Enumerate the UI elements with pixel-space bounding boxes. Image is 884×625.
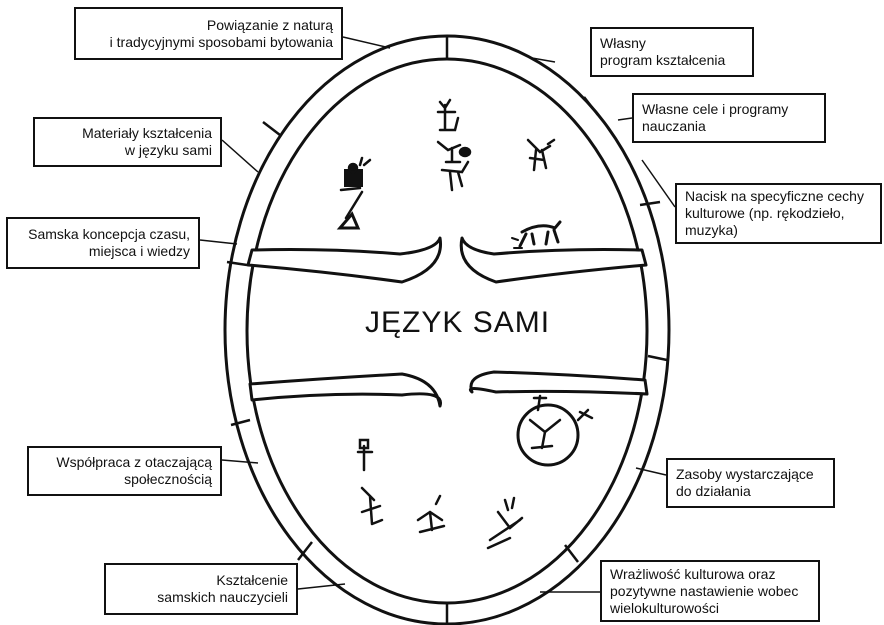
triangle-figure-icon [340,192,362,228]
horse-figure-icon [512,222,560,248]
label-resources-line-1: Zasoby wystarczające [676,466,825,483]
label-teacher-training-line-2: samskich nauczycieli [114,589,288,606]
label-own-goals: Własne cele i programy nauczania [632,93,826,143]
label-nature-line-1: Powiązanie z naturą [84,17,333,34]
label-resources: Zasoby wystarczające do działania [666,458,835,508]
label-sensitivity-line-1: Wrażliwość kulturowa oraz [610,566,810,583]
label-cooperation: Współpraca z otaczającą społecznością [27,446,222,496]
label-cooperation-line-2: społecznością [37,471,212,488]
label-cultural-features-line-2: kulturowe (np. rękodzieło, [685,205,872,222]
label-cultural-features: Nacisk na specyficzne cechy kulturowe (n… [675,183,882,244]
label-own-program: Własny program kształcenia [590,27,754,77]
label-resources-line-2: do działania [676,483,825,500]
label-sensitivity-line-2: pozytywne nastawienie wobec [610,583,810,600]
label-own-goals-line-2: nauczania [642,118,816,135]
label-cultural-features-line-1: Nacisk na specyficzne cechy [685,188,872,205]
label-time-concept-line-1: Samska koncepcja czasu, [16,226,190,243]
label-cooperation-line-1: Współpraca z otaczającą [37,454,212,471]
label-cultural-features-line-3: muzyka) [685,222,872,239]
sun-figure-icon [341,158,370,190]
label-own-goals-line-1: Własne cele i programy [642,101,816,118]
label-nature-line-2: i tradycyjnymi sposobami bytowania [84,34,333,51]
label-teacher-training: Kształcenie samskich nauczycieli [104,563,298,615]
animal-figure-icon [528,140,554,170]
staff-figure-icon [358,440,382,524]
label-materials: Materiały kształcenia w języku sami [33,117,222,167]
label-sensitivity-line-3: wielokulturowości [610,600,810,617]
sacred-circle-icon [518,396,592,465]
label-materials-line-2: w języku sami [43,142,212,159]
center-title: JĘZYK SAMI [365,306,545,340]
reindeer-herd-icon [488,498,522,548]
reindeer-figure-icon [438,100,470,190]
label-time-concept: Samska koncepcja czasu, miejsca i wiedzy [6,217,200,269]
label-teacher-training-line-1: Kształcenie [114,572,288,589]
label-own-program-line-1: Własny [600,35,744,52]
label-materials-line-1: Materiały kształcenia [43,125,212,142]
label-own-program-line-2: program kształcenia [600,52,744,69]
label-time-concept-line-2: miejsca i wiedzy [16,243,190,260]
label-nature: Powiązanie z naturą i tradycyjnymi sposo… [74,7,343,60]
skier-figure-icon [418,496,444,532]
label-sensitivity: Wrażliwość kulturowa oraz pozytywne nast… [600,560,820,622]
